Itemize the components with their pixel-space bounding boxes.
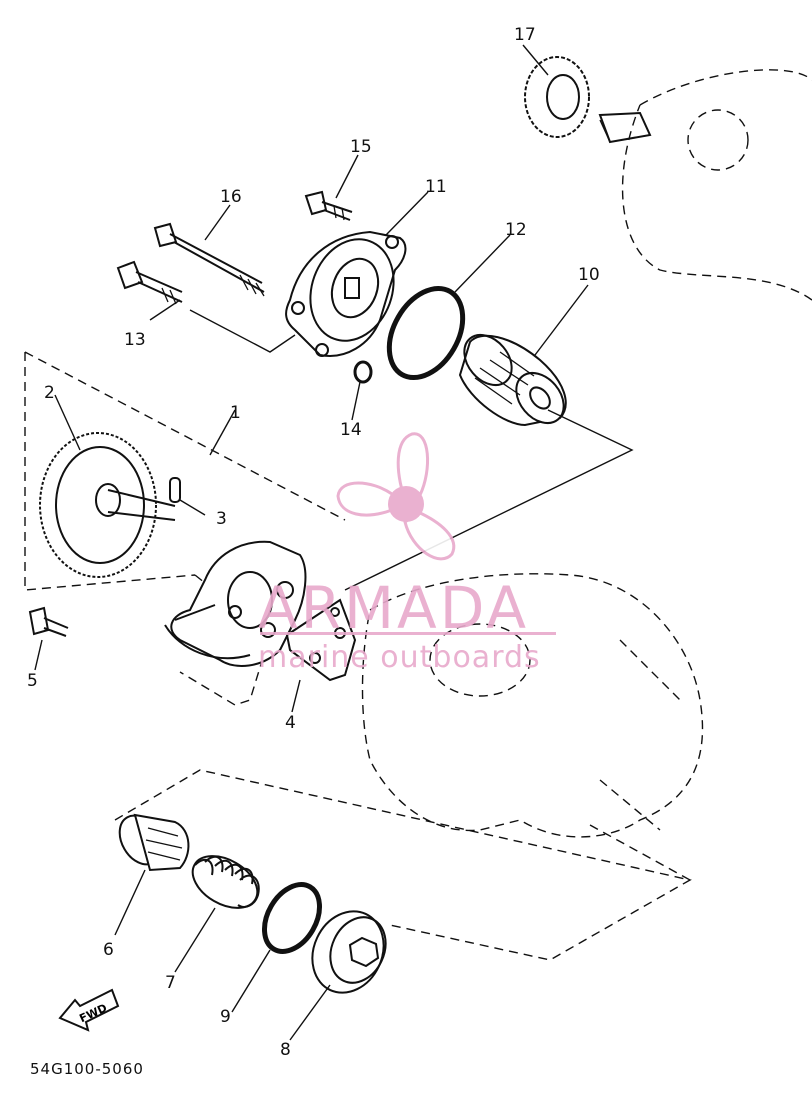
callout-9: 9 — [220, 1007, 231, 1027]
part-2-pump-gear — [39, 432, 176, 578]
part-code: 54G100-5060 — [30, 1060, 144, 1078]
part-3-pin — [169, 477, 181, 503]
callout-labels: 17 16 15 11 12 10 13 14 1 2 3 4 5 6 7 8 … — [27, 25, 600, 1060]
fwd-arrow-icon: FWD — [58, 988, 120, 1032]
part-7-spring — [191, 855, 260, 909]
part-14-small-o-ring — [353, 360, 373, 384]
callout-11: 11 — [425, 177, 447, 197]
callout-14: 14 — [340, 420, 362, 440]
part-13-bolt — [116, 260, 183, 305]
callout-5: 5 — [27, 671, 38, 691]
callout-13: 13 — [124, 330, 146, 350]
callout-2: 2 — [44, 383, 55, 403]
part-15-screw — [304, 190, 353, 221]
part-10-oil-filter — [458, 333, 567, 427]
callout-17: 17 — [514, 25, 536, 45]
callout-10: 10 — [578, 265, 600, 285]
part-6-oil-strainer — [118, 813, 190, 872]
part-12-o-ring — [386, 285, 466, 381]
armada-watermark: ARMADA marine outboards — [258, 432, 556, 675]
callout-6: 6 — [103, 940, 114, 960]
callout-7: 7 — [165, 973, 176, 993]
part-8-drain-plug — [311, 910, 387, 994]
part-9-o-ring — [262, 882, 322, 954]
part-17-drive-gear — [524, 56, 652, 144]
part-4-gasket — [285, 598, 357, 682]
callout-16: 16 — [220, 187, 242, 207]
engine-crankcase-outline — [361, 573, 704, 838]
callout-3: 3 — [216, 509, 227, 529]
watermark-rule — [260, 632, 556, 635]
part-5-screw — [28, 606, 69, 637]
callout-4: 4 — [285, 713, 296, 733]
callout-12: 12 — [505, 220, 527, 240]
callout-8: 8 — [280, 1040, 291, 1060]
callout-1: 1 — [230, 403, 241, 423]
part-11-oil-pump-cover — [285, 230, 407, 357]
watermark-brand: ARMADA — [258, 574, 529, 642]
part-16-long-bolt — [153, 222, 265, 297]
crankcase-cover-outline — [621, 69, 812, 301]
callout-15: 15 — [350, 137, 372, 157]
watermark-tagline: marine outboards — [258, 640, 541, 675]
strainer-assembly-box — [114, 769, 692, 961]
propeller-logo-icon — [336, 432, 456, 561]
